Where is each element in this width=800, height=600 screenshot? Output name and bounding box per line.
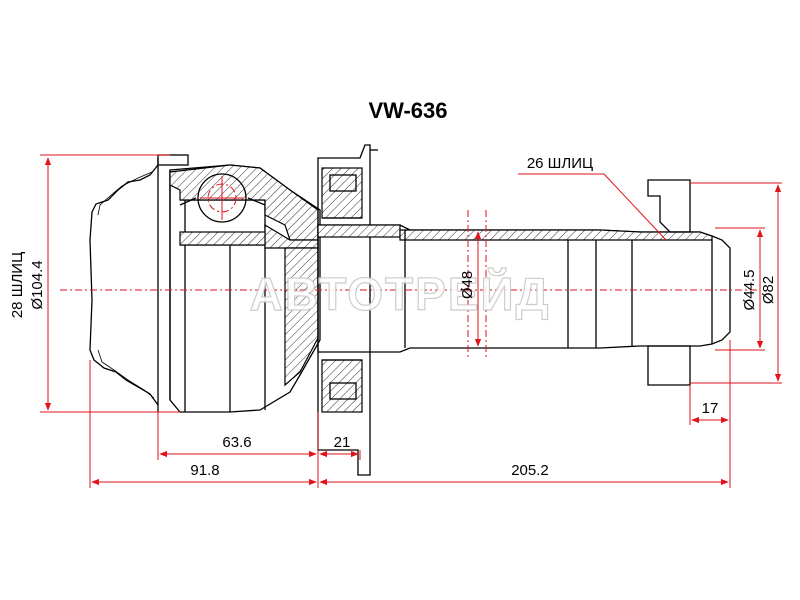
dim-housing-diameter: Ø104.4	[29, 260, 46, 309]
flange-bearing	[317, 144, 378, 476]
dim-length-left: 91.8	[190, 462, 219, 479]
watermark: АВТОТРЕЙД	[250, 268, 551, 320]
joint-housing	[169, 164, 321, 413]
dim-length-right: 205.2	[511, 462, 549, 479]
part-title: VW-636	[368, 98, 447, 123]
dim-length-housing: 63.6	[222, 434, 251, 451]
outer-splines-label: 26 ШЛИЦ	[527, 155, 593, 172]
dim-length-end: 17	[702, 400, 719, 417]
dim-flange-diameter: Ø82	[760, 276, 777, 304]
boot	[89, 154, 189, 412]
dim-stub-diameter: Ø44.5	[741, 270, 758, 311]
dim-shaft-diameter: Ø48	[459, 271, 476, 299]
inner-splines-label: 28 ШЛИЦ	[9, 252, 26, 318]
dimensions	[40, 154, 782, 488]
dim-length-flange: 21	[334, 434, 351, 451]
